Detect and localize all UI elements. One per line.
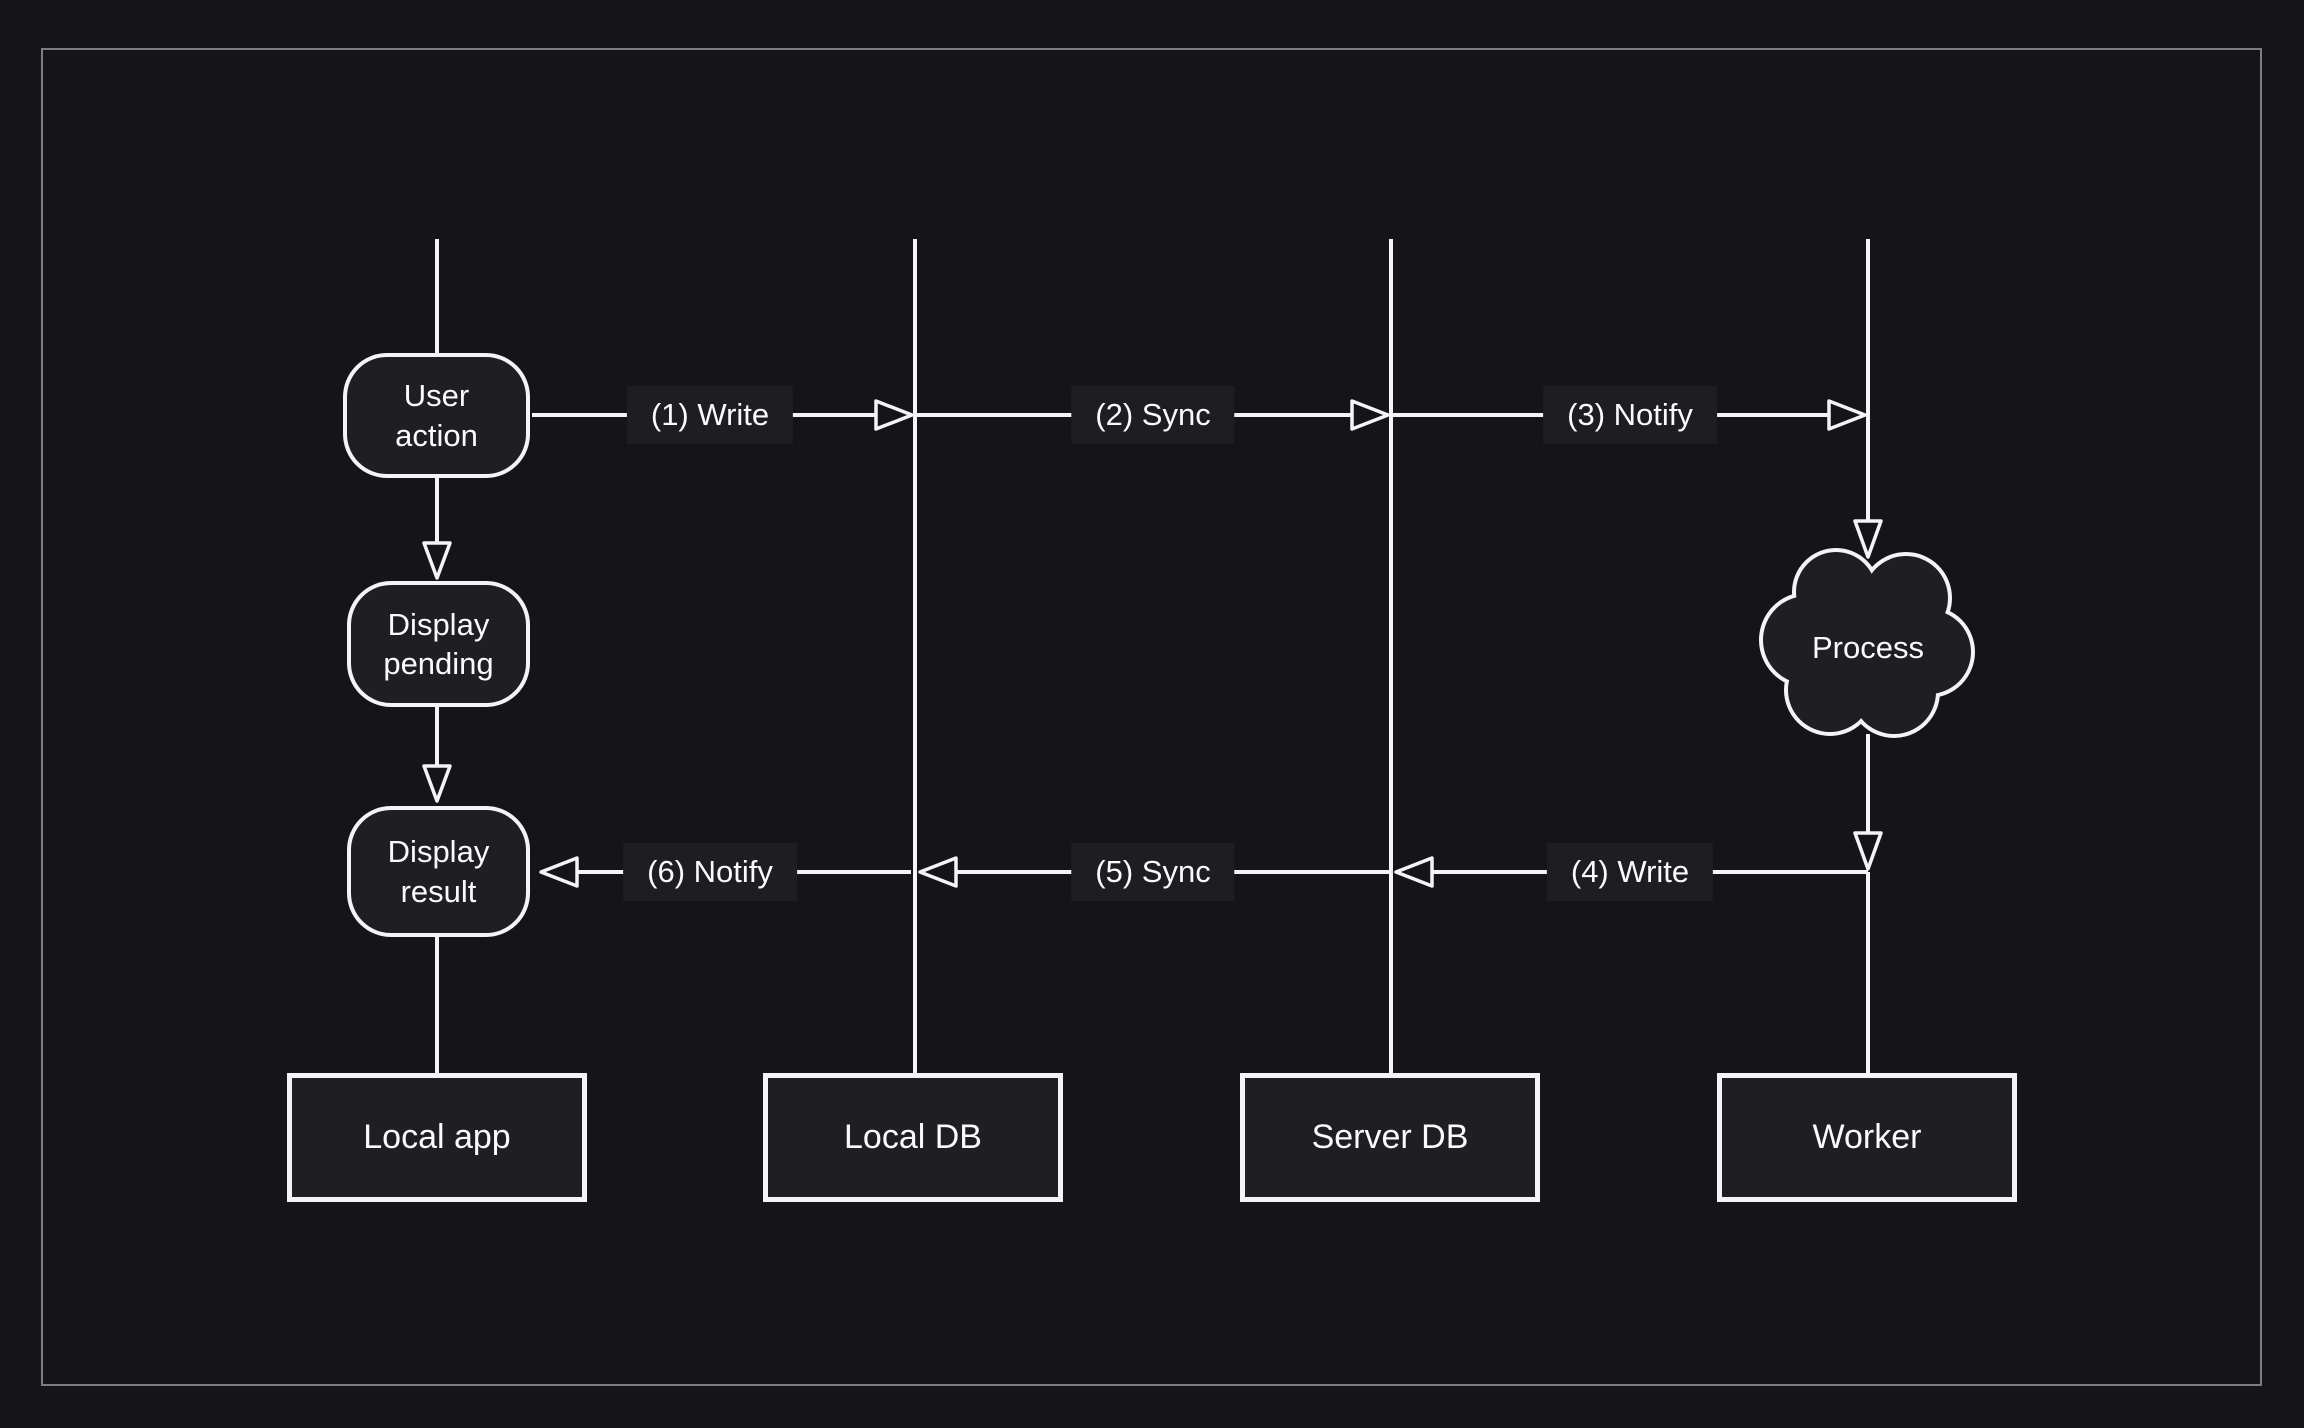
message-label-6-notify: (6) Notify <box>623 843 797 901</box>
node-display-result-label: Display result <box>387 834 490 909</box>
arrowhead-right-2 <box>1350 399 1390 431</box>
message-label-2-sync: (2) Sync <box>1071 386 1235 444</box>
message-label-4-write: (4) Write <box>1546 843 1714 901</box>
arrowhead-down-to-display-pending <box>422 541 452 580</box>
diagram-frame <box>41 48 2262 1386</box>
node-display-pending: Display pending <box>347 581 530 707</box>
node-display-result: Display result <box>347 806 530 937</box>
arrowhead-left-6 <box>539 856 579 888</box>
lane-local-db: Local DB <box>763 1073 1063 1202</box>
lane-local-app: Local app <box>287 1073 587 1202</box>
message-label-1-write: (1) Write <box>626 386 794 444</box>
process-cloud-shape <box>1759 548 1975 738</box>
lane-worker-label: Worker <box>1812 1118 1922 1156</box>
arrowhead-down-to-write-junction <box>1853 831 1883 871</box>
message-label-3-notify: (3) Notify <box>1543 386 1717 444</box>
arrowhead-right-3 <box>1827 399 1867 431</box>
arrowhead-right-1 <box>874 399 914 431</box>
node-user-action: User action <box>343 353 530 478</box>
node-display-pending-label: Display pending <box>383 606 494 681</box>
lane-local-app-label: Local app <box>363 1118 511 1156</box>
arrowhead-down-to-process <box>1853 519 1883 559</box>
arrowhead-down-to-display-result <box>422 764 452 803</box>
arrowhead-left-4 <box>1394 856 1434 888</box>
arrowhead-left-5 <box>918 856 958 888</box>
lifeline-local-app <box>422 239 452 1073</box>
message-label-5-sync: (5) Sync <box>1071 843 1235 901</box>
lifeline-worker <box>1853 239 1883 1073</box>
node-user-action-label: User action <box>395 378 478 453</box>
lane-local-db-label: Local DB <box>844 1118 982 1156</box>
lane-server-db: Server DB <box>1240 1073 1540 1202</box>
lane-server-db-label: Server DB <box>1311 1118 1469 1156</box>
lane-worker: Worker <box>1717 1073 2017 1202</box>
node-process-label: Process <box>1812 630 1924 665</box>
